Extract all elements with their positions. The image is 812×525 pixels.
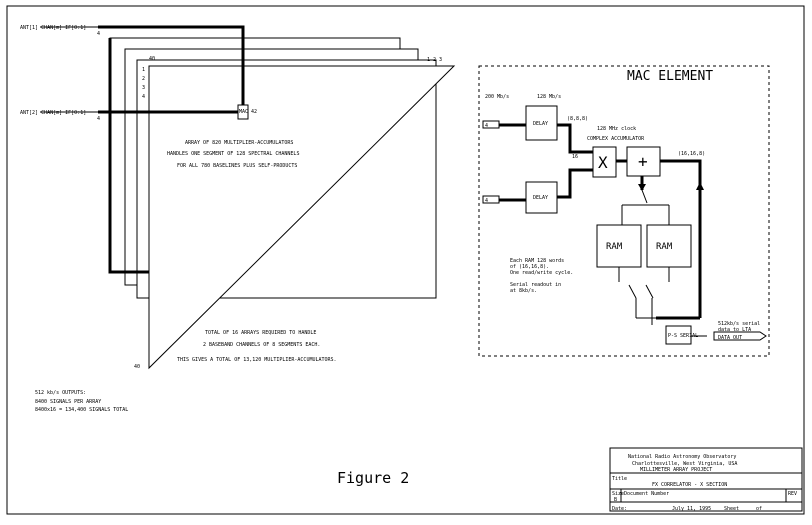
input-wires xyxy=(98,25,245,274)
ram-box-right xyxy=(646,224,692,268)
ram-note-line-2: of (16,16,8). xyxy=(510,264,549,270)
ram-box-left xyxy=(596,224,642,268)
serializer-label: P-S SERIAL xyxy=(668,333,698,339)
feedback-arrow xyxy=(696,182,704,190)
side-label-2: 2 xyxy=(142,76,145,82)
title-place: Charlottesville, West Virginia, USA xyxy=(632,461,737,467)
corner-label-top-left: 40 xyxy=(149,56,155,62)
delay-label-top: DELAY xyxy=(533,121,548,127)
mac-icon-box xyxy=(237,104,249,120)
size-label: Size xyxy=(612,491,624,497)
date-value: July 11, 1995 xyxy=(672,506,711,512)
side-label-1: 1 xyxy=(142,67,145,73)
array-total-line-3: THIS GIVES A TOTAL OF 13,120 MULTIPLIER-… xyxy=(177,357,337,363)
pin-label-bottom: 4 xyxy=(97,116,100,122)
delay-box-top xyxy=(525,105,558,141)
ram-label-left: RAM xyxy=(606,242,623,252)
docnum-label: Document Number xyxy=(624,491,669,497)
array-total-line-1: TOTAL OF 16 ARRAYS REQUIRED TO HANDLE xyxy=(205,330,316,336)
side-label-3: 3 xyxy=(142,85,145,91)
side-label-4: 4 xyxy=(142,94,145,100)
title-org: National Radio Astronomy Observatory xyxy=(628,454,736,460)
multiplier-box xyxy=(592,146,617,178)
serializer-box xyxy=(665,325,692,345)
array-text-line-1: ARRAY OF 820 MULTIPLIER-ACCUMULATORS xyxy=(185,140,293,146)
input-label-top: ANT[1] CHAN[m] IF[0:1] xyxy=(20,25,86,31)
bits-acc-label: (16,16,8) xyxy=(678,151,705,157)
acc-output-arrow xyxy=(638,184,646,191)
sheet-front-triangle xyxy=(148,65,456,370)
pin-label-top: 4 xyxy=(97,31,100,37)
corner-label-top-right: 1 2 3 xyxy=(427,57,442,63)
figure-caption: Figure 2 xyxy=(337,469,409,487)
mac-input-a-label: 4 xyxy=(485,123,488,129)
ram-note2-line-2: at 8kb/s. xyxy=(510,288,537,294)
input-wires-thin xyxy=(40,26,98,113)
date-label: Date: xyxy=(612,506,627,512)
ram-switch-bottom xyxy=(618,267,707,337)
ram-switch-top xyxy=(621,189,670,225)
ram-note2-line-1: Serial readout in xyxy=(510,282,561,288)
adder-symbol: + xyxy=(638,152,648,171)
mac-element-title: MAC ELEMENT xyxy=(627,69,713,84)
input-label-bottom: ANT[2] CHAN[m] IF[0:1] xyxy=(20,110,86,116)
mac-icon-label: MAC 42 xyxy=(239,109,257,115)
title-label: Title xyxy=(612,476,627,482)
title-project: MILLIMETER ARRAY PROJECT xyxy=(640,467,712,473)
title-block xyxy=(609,447,803,512)
array-total-line-2: 2 BASEBAND CHANNELS OF 8 SEGMENTS EACH. xyxy=(203,342,320,348)
ram-note-line-3: One read/write cycle. xyxy=(510,270,573,276)
mac-input-b-label: 4 xyxy=(485,198,488,204)
corner-label-bottom: 40 xyxy=(134,364,140,370)
mac-element-box xyxy=(478,65,770,357)
outputs-line-1: 8400 SIGNALS PER ARRAY xyxy=(35,399,101,405)
accumulator-label: COMPLEX ACCUMULATOR xyxy=(587,136,645,142)
sheet-label: Sheet xyxy=(724,506,739,512)
delay-box-bottom xyxy=(525,181,558,214)
mac-rate-left: 200 Mb/s xyxy=(485,94,509,100)
mac-rate-right: 128 Mb/s xyxy=(537,94,561,100)
ram-label-right: RAM xyxy=(656,242,673,252)
output-note-line-1: 512kb/s serial xyxy=(718,321,760,327)
array-text-line-2: HANDLES ONE SEGMENT OF 128 SPECTRAL CHAN… xyxy=(167,151,299,157)
page-border xyxy=(6,5,805,515)
adder-box xyxy=(626,146,661,177)
rev-label: REV xyxy=(788,491,797,497)
data-out-label: DATA OUT xyxy=(718,335,742,341)
multiplier-symbol: X xyxy=(598,153,608,172)
sheet-value: of xyxy=(756,506,762,512)
array-text-line-3: FOR ALL 780 BASELINES PLUS SELF-PRODUCTS xyxy=(177,163,297,169)
clock-label: 128 MHz clock xyxy=(597,126,636,132)
data-out-tag xyxy=(713,331,767,341)
array-sheets xyxy=(109,37,456,370)
title-value: FX CORRELATOR - X SECTION xyxy=(652,482,727,488)
delay-label-bottom: DELAY xyxy=(533,195,548,201)
outputs-title: 512 kb/s OUTPUTS: xyxy=(35,390,86,396)
output-note-line-2: data to LTA xyxy=(718,327,751,333)
mac-wires-thick xyxy=(499,123,702,320)
bus-width-label: 16 xyxy=(572,154,578,160)
outputs-line-2: 8400x16 = 134,400 SIGNALS TOTAL xyxy=(35,407,128,413)
size-value: B xyxy=(614,497,617,503)
bits-mult-label: (8,8,8) xyxy=(567,116,588,122)
ram-note-line-1: Each RAM 128 words xyxy=(510,258,564,264)
